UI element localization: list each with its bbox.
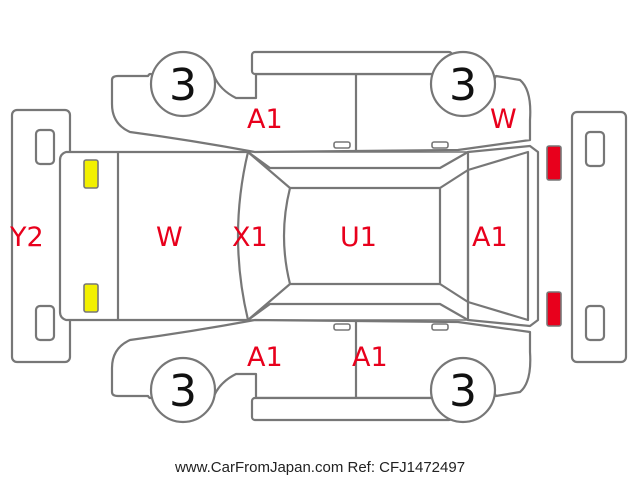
wheel-number: 3 xyxy=(449,60,477,111)
damage-front-bumper: Y2 xyxy=(9,222,44,253)
front-light-top xyxy=(83,159,99,189)
top-view-body xyxy=(58,144,562,328)
windshield-panel xyxy=(236,151,250,321)
damage-front-door-top: A1 xyxy=(247,104,283,135)
damage-hood: W xyxy=(156,222,183,253)
wheel-rear-bottom: 3 xyxy=(429,356,497,424)
damage-rear-fender-top: W xyxy=(490,104,517,135)
watermark-text: www.CarFromJapan.com Ref: CFJ1472497 xyxy=(174,459,465,476)
top-side-profile xyxy=(110,50,532,154)
damage-labels: Y2 W X1 U1 A1 A1 W A1 A1 xyxy=(9,104,517,373)
damage-roof: U1 xyxy=(340,222,377,253)
roof-panel xyxy=(290,186,442,286)
damage-windshield: X1 xyxy=(232,222,268,253)
rear-light-bottom xyxy=(546,291,562,327)
wheel-front-top: 3 xyxy=(149,50,217,118)
wheel-number: 3 xyxy=(449,366,477,417)
bottom-side-profile xyxy=(110,318,532,422)
front-light-bottom xyxy=(83,283,99,313)
damage-trunk: A1 xyxy=(472,222,508,253)
damage-front-door-bottom: A1 xyxy=(247,342,283,373)
rear-light-top xyxy=(546,145,562,181)
wheel-number: 3 xyxy=(169,60,197,111)
wheel-rear-top: 3 xyxy=(429,50,497,118)
damage-rear-door-bottom: A1 xyxy=(352,342,388,373)
wheel-number: 3 xyxy=(169,366,197,417)
rear-bumper xyxy=(570,110,628,364)
wheel-front-bottom: 3 xyxy=(149,356,217,424)
